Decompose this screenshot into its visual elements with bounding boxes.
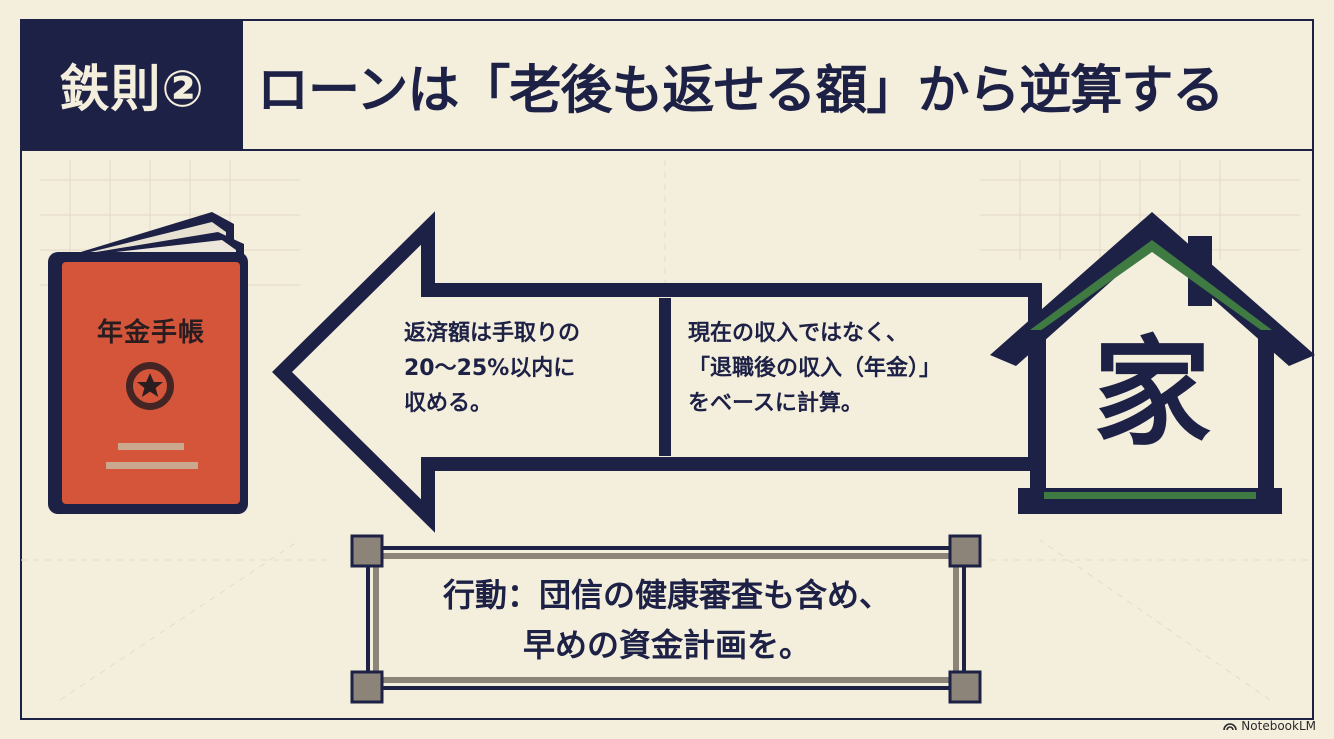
slide-title: ローンは「老後も返せる額」から逆算する <box>257 60 1224 121</box>
house-kanji: 家 <box>1092 324 1211 462</box>
outer-frame <box>20 19 1314 720</box>
action-frame <box>350 534 982 704</box>
pension-book-title: 年金手帳 <box>96 318 205 348</box>
star-emblem-icon <box>126 362 174 410</box>
brand-label: NotebookLM <box>1241 719 1316 733</box>
retirement-income-text: 現在の収入ではなく、 「退職後の収入（年金）」 をベースに計算。 <box>688 321 942 416</box>
brand-watermark: NotebookLM <box>1223 719 1316 733</box>
action-text: 行動：団信の健康審査も含め、 早めの資金計画を。 <box>442 576 891 664</box>
repayment-ratio-text: 返済額は手取りの 20〜25%以内に 収める。 <box>404 321 581 416</box>
rule-badge: 鉄則② <box>21 20 243 150</box>
pension-book <box>48 212 248 514</box>
notebooklm-logo-icon <box>1223 723 1238 731</box>
background-guide-lines <box>21 160 1313 701</box>
house-icon <box>990 212 1315 514</box>
